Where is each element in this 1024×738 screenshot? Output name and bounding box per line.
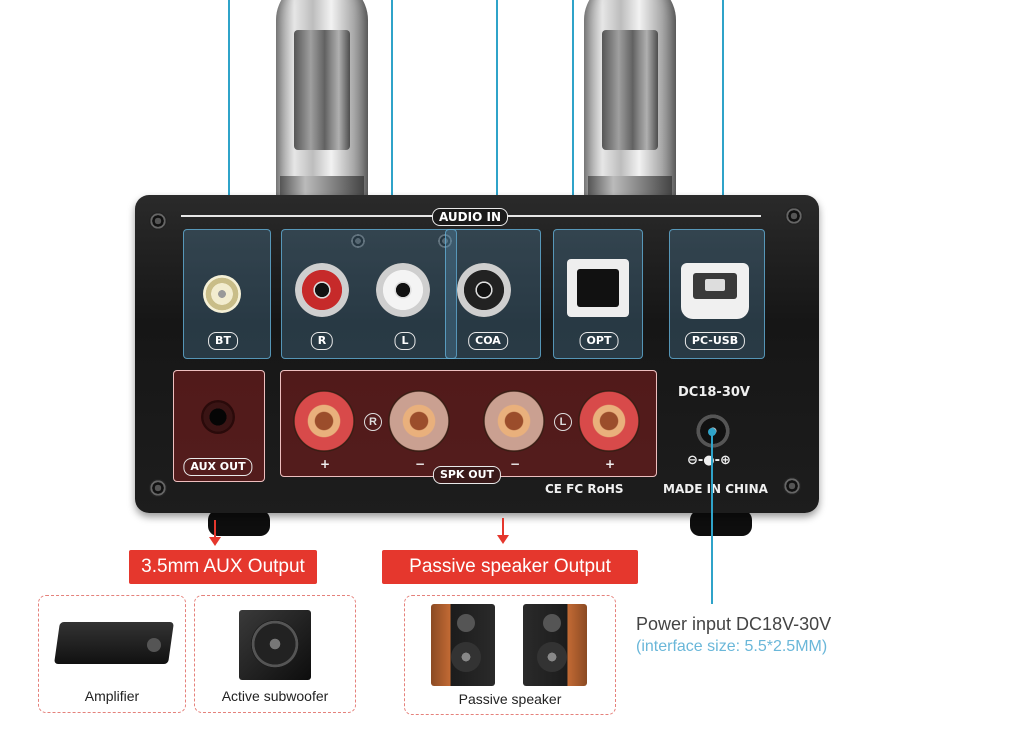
rca-left-label: L	[394, 332, 416, 350]
interface-size-note: (interface size: 5.5*2.5MM)	[636, 638, 828, 655]
arrow-down-icon	[497, 518, 509, 544]
leader-line-usb	[722, 0, 724, 228]
speaker-terminal-r-minus[interactable]	[388, 390, 450, 452]
made-in-label: MADE IN CHINA	[663, 482, 768, 496]
device-foot-left	[208, 510, 270, 536]
usb-b-port[interactable]	[681, 263, 749, 319]
speaker-out-label: SPK OUT	[432, 466, 502, 484]
certification-marks: CE FC RoHS	[545, 482, 624, 496]
rca-right-label: R	[310, 332, 334, 350]
optical-label: OPT	[579, 332, 619, 350]
speaker-left-image	[431, 604, 495, 686]
power-rating-label: DC18-30V	[678, 385, 750, 400]
leader-line-coa	[496, 0, 498, 228]
channel-l-marker: L	[554, 413, 572, 431]
amplifier-card: Amplifier	[38, 595, 186, 713]
minus-sign: −	[415, 457, 426, 471]
speaker-terminal-r-plus[interactable]	[293, 390, 355, 452]
plus-sign: +	[605, 457, 616, 471]
passive-speaker-card: Passive speaker	[404, 595, 616, 715]
subwoofer-card: Active subwoofer	[194, 595, 356, 713]
coax-jack[interactable]	[457, 263, 511, 317]
bt-label: BT	[208, 332, 238, 350]
aux-out-jack[interactable]	[201, 400, 235, 434]
power-input-note: Power input DC18V-30V	[636, 614, 832, 634]
channel-r-marker: R	[364, 413, 382, 431]
leader-line-power	[711, 432, 713, 604]
speaker-terminal-l-plus[interactable]	[578, 390, 640, 452]
coax-label: COA	[468, 332, 508, 350]
speaker-terminal-l-minus[interactable]	[483, 390, 545, 452]
screw-icon	[149, 479, 167, 497]
screw-icon	[785, 207, 803, 225]
vacuum-tube-right	[584, 0, 676, 202]
screw-icon	[149, 212, 167, 230]
amplifier-label: Amplifier	[84, 688, 140, 704]
leader-line-bt	[228, 0, 230, 228]
screw-icon	[783, 477, 801, 495]
rca-right-jack[interactable]	[295, 263, 349, 317]
polarity-symbol: ⊖-●-⊕	[687, 453, 731, 468]
vacuum-tube-left	[276, 0, 368, 202]
speaker-right-image	[523, 604, 587, 686]
rca-left-jack[interactable]	[376, 263, 430, 317]
device-foot-right	[690, 510, 752, 536]
arrow-down-icon	[209, 520, 221, 546]
audio-in-label: AUDIO IN	[432, 208, 508, 226]
bt-antenna-connector[interactable]	[203, 275, 241, 313]
leader-line-rl	[391, 0, 393, 228]
passive-speaker-label: Passive speaker	[458, 691, 562, 707]
aux-output-callout: 3.5mm AUX Output	[129, 550, 317, 584]
screw-icon	[350, 233, 366, 249]
aux-out-label: AUX OUT	[183, 458, 253, 476]
amplifier-knob-icon	[147, 638, 161, 652]
usb-label: PC-USB	[684, 332, 746, 350]
minus-sign: −	[510, 457, 521, 471]
leader-dot-power	[708, 428, 716, 436]
optical-input-port[interactable]	[567, 259, 629, 317]
leader-line-opt	[572, 0, 574, 228]
subwoofer-image	[239, 610, 311, 680]
subwoofer-label: Active subwoofer	[221, 688, 329, 704]
amplifier-rear-panel: AUDIO IN BT R L COA OPT PC-USB AUX OUT R…	[135, 195, 819, 513]
plus-sign: +	[320, 457, 331, 471]
speaker-output-callout: Passive speaker Output	[382, 550, 638, 584]
